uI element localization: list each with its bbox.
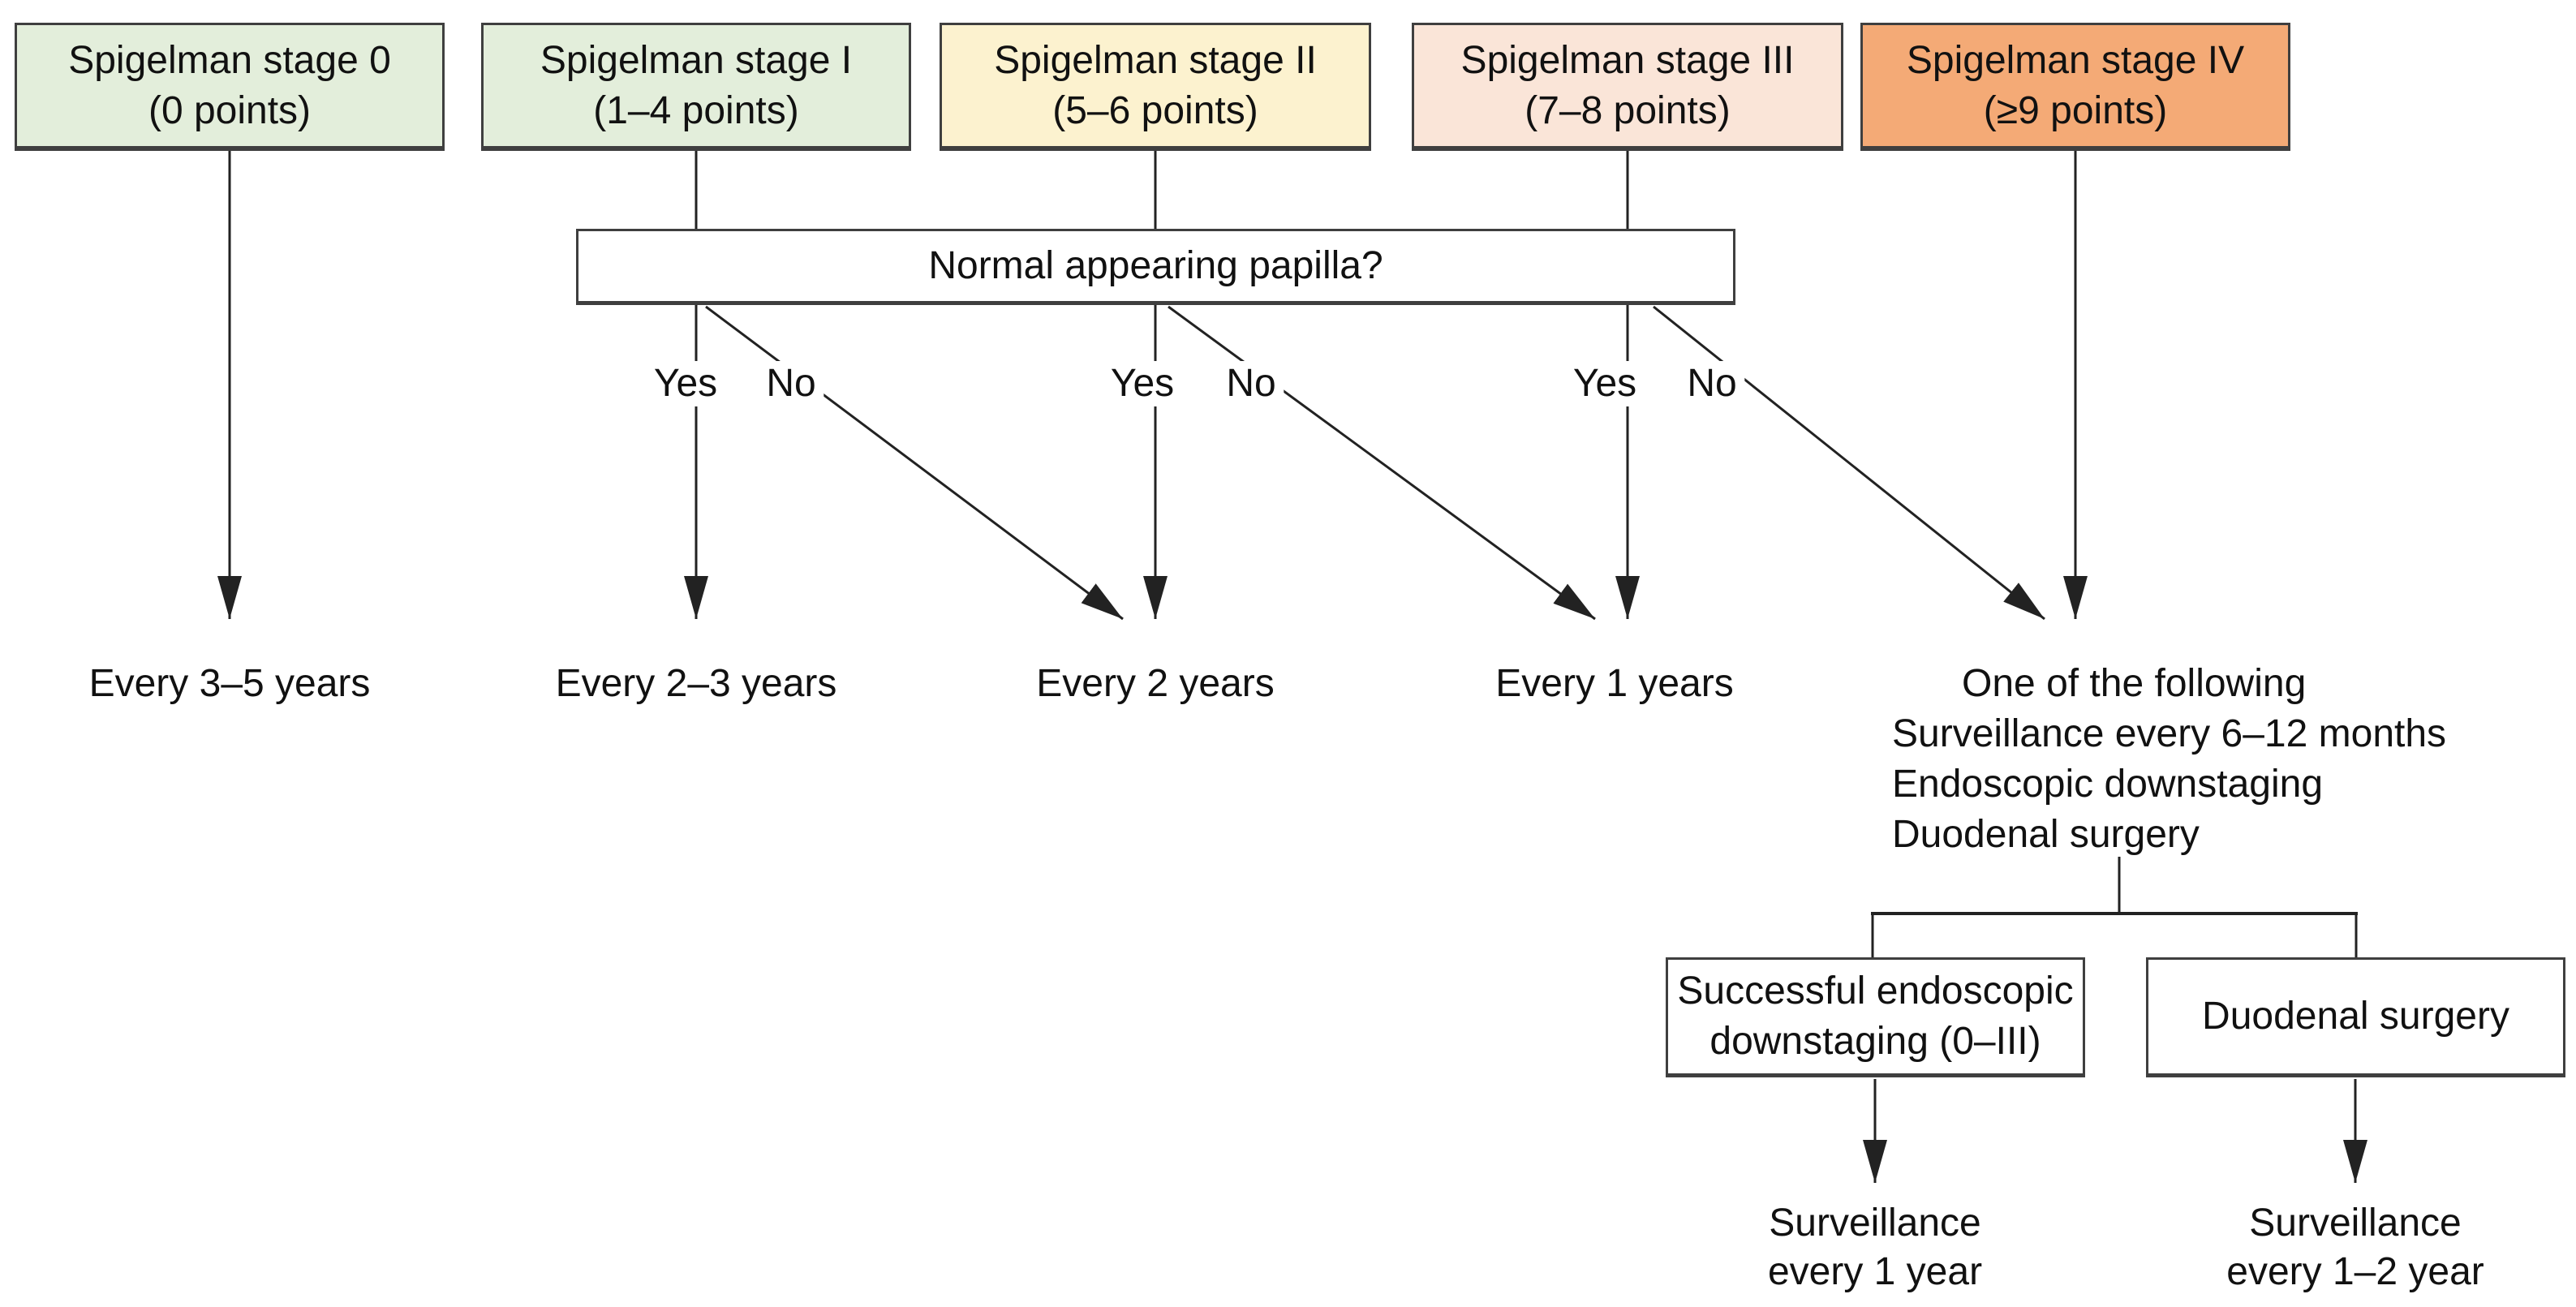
arrow-stage2-no-diagonal [1168, 305, 1596, 621]
options-header: One of the following [1962, 662, 2307, 705]
stage-box-0: Spigelman stage 0 (0 points) [15, 23, 445, 151]
final-outcome-surveillance-1-2-year: Surveillance every 1–2 year [2226, 1199, 2484, 1296]
arrow-stage3-no-diagonal [1653, 305, 2045, 621]
question-box-papilla: Normal appearing papilla? [576, 229, 1735, 305]
stage-box-4: Spigelman stage IV (≥9 points) [1860, 23, 2290, 151]
outcome-every-3-5-years: Every 3–5 years [88, 662, 371, 705]
stage-points: (1–4 points) [593, 88, 799, 132]
final-outcome-line: every 1–2 year [2226, 1250, 2484, 1293]
option-surveillance-6-12: Surveillance every 6–12 months [1892, 712, 2447, 755]
option-duodenal-surgery: Duodenal surgery [1892, 813, 2200, 856]
final-outcome-line: Surveillance [2249, 1202, 2462, 1245]
stage4-options-block: One of the following Surveillance every … [1892, 659, 2446, 860]
stage-title: Spigelman stage IV [1906, 38, 2245, 82]
branch-yes-stage1: Yes [645, 361, 726, 406]
stage-points: (7–8 points) [1525, 88, 1731, 132]
stage-points: (≥9 points) [1983, 88, 2168, 132]
decision-box-line: Successful endoscopic [1677, 970, 2074, 1012]
stage-title: Spigelman stage I [540, 38, 853, 82]
final-outcome-line: every 1 year [1767, 1250, 1983, 1293]
question-text: Normal appearing papilla? [928, 244, 1383, 287]
decision-box-line: Duodenal surgery [2202, 995, 2509, 1038]
stage-title: Spigelman stage III [1460, 38, 1795, 82]
decision-box-duodenal-surgery: Duodenal surgery [2146, 957, 2565, 1077]
outcome-every-2-years: Every 2 years [1036, 662, 1275, 705]
stage-box-2: Spigelman stage II (5–6 points) [940, 23, 1371, 151]
branch-no-stage3: No [1679, 361, 1745, 406]
stage-box-1: Spigelman stage I (1–4 points) [481, 23, 911, 151]
branch-yes-stage3: Yes [1564, 361, 1645, 406]
arrow-stage1-no-diagonal [705, 305, 1124, 621]
stage-box-3: Spigelman stage III (7–8 points) [1412, 23, 1843, 151]
branch-no-stage1: No [758, 361, 824, 406]
stage-points: (5–6 points) [1052, 88, 1258, 132]
decision-box-endoscopic-downstaging: Successful endoscopic downstaging (0–III… [1666, 957, 2085, 1077]
final-outcome-surveillance-1-year: Surveillance every 1 year [1768, 1199, 1982, 1296]
option-endoscopic-downstaging: Endoscopic downstaging [1892, 763, 2324, 806]
stage-title: Spigelman stage 0 [68, 38, 391, 82]
branch-yes-stage2: Yes [1102, 361, 1183, 406]
decision-box-line: downstaging (0–III) [1709, 1020, 2041, 1063]
outcome-every-1-years: Every 1 years [1495, 662, 1734, 705]
final-outcome-line: Surveillance [1769, 1202, 1981, 1245]
stage-points: (0 points) [148, 88, 312, 132]
stage-title: Spigelman stage II [994, 38, 1317, 82]
outcome-every-2-3-years: Every 2–3 years [555, 662, 837, 705]
branch-no-stage2: No [1218, 361, 1284, 406]
